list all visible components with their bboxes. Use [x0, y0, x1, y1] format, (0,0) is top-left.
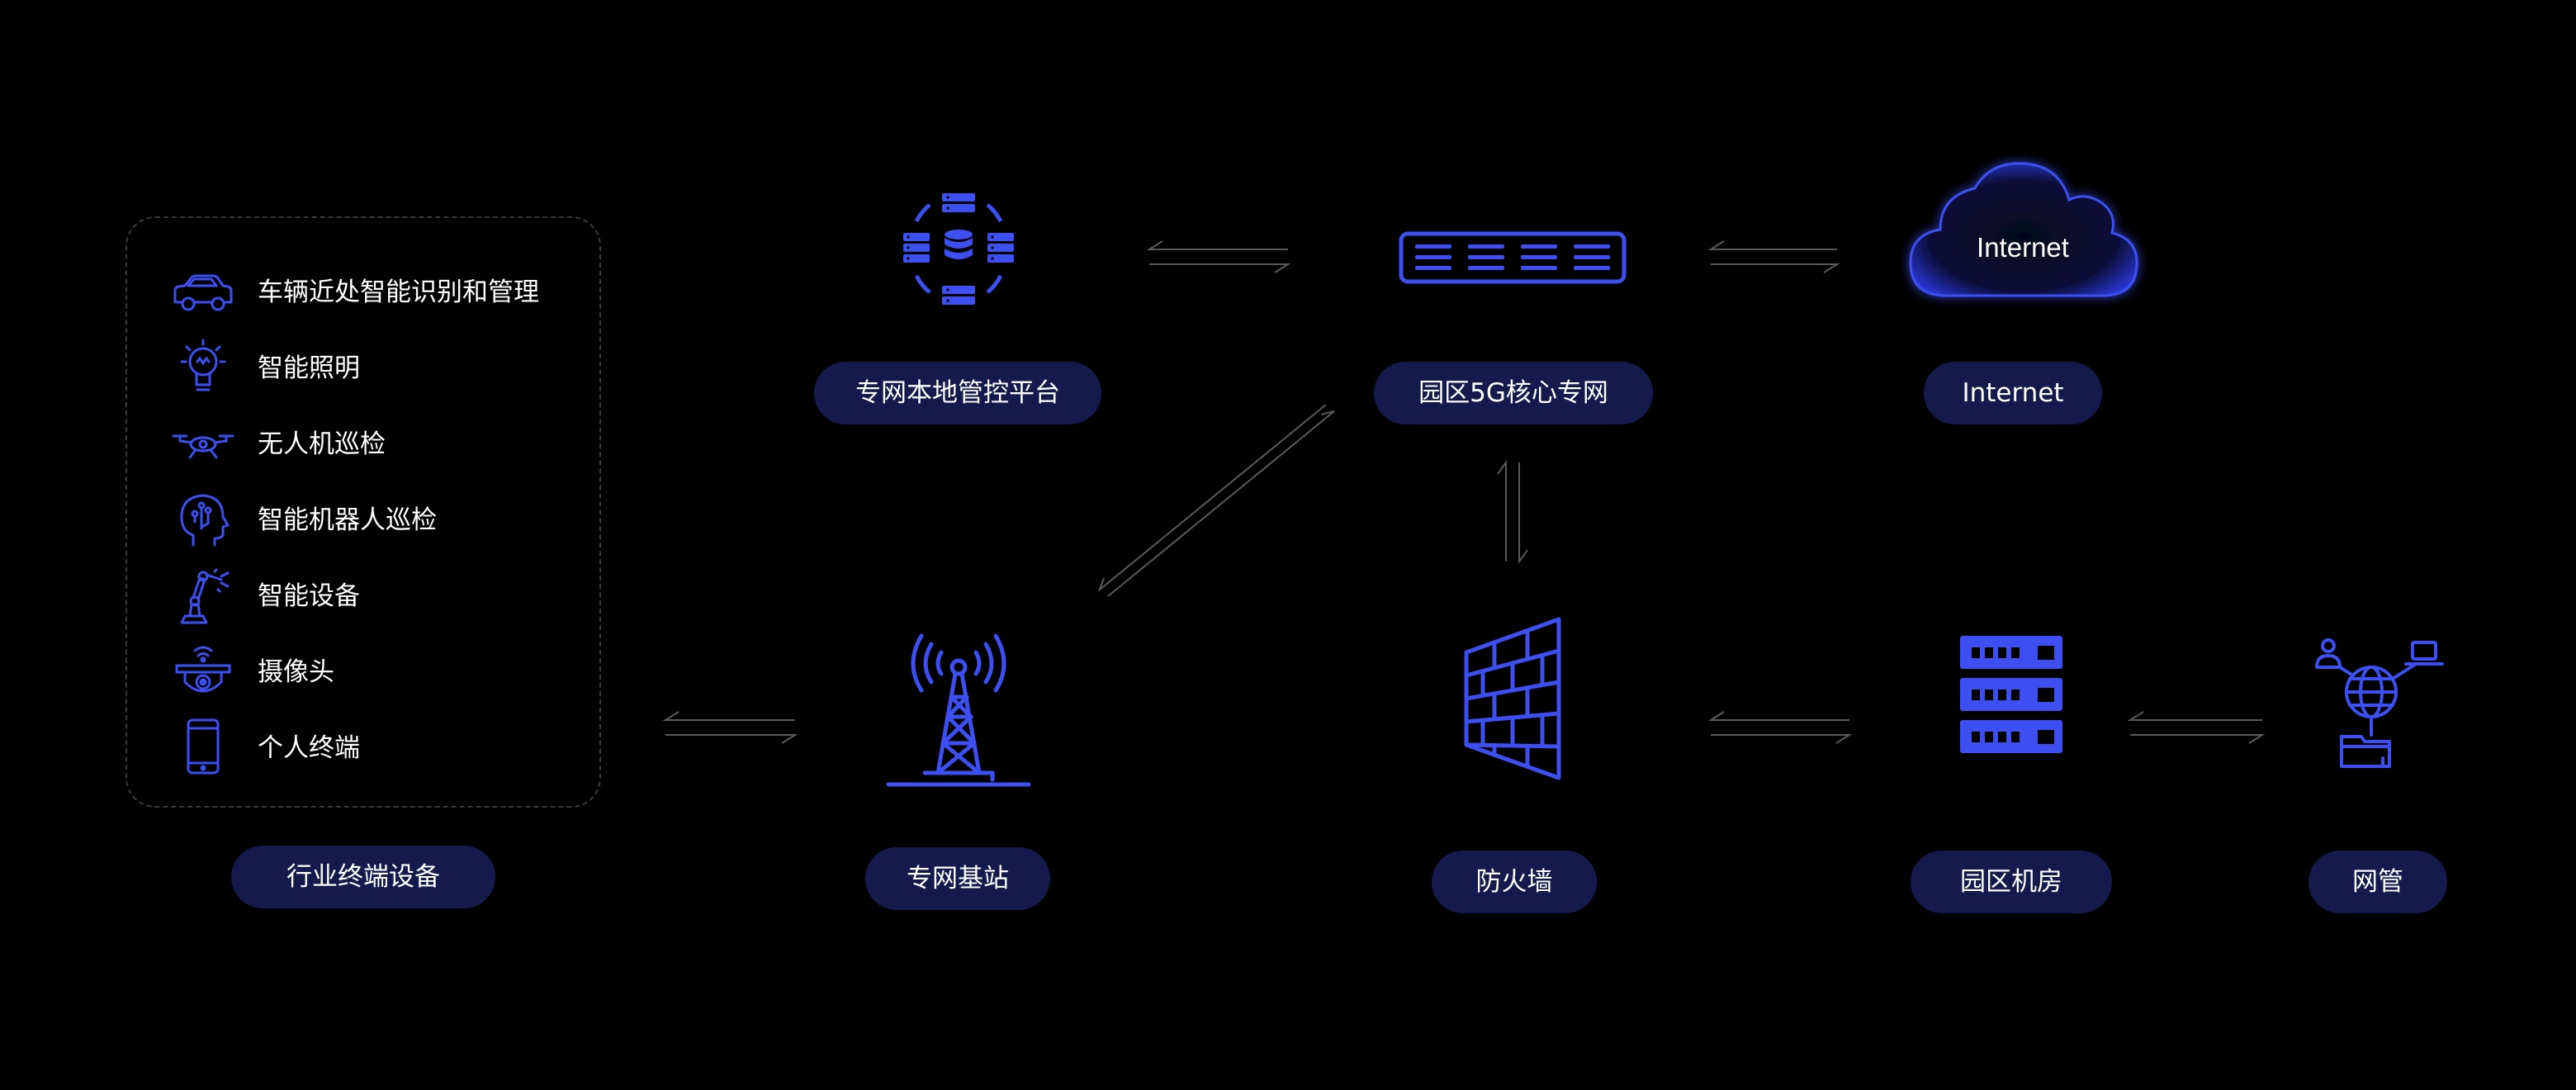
car-icon	[173, 274, 233, 311]
device-item-camera: 摄像头	[170, 639, 583, 705]
device-label: 智能照明	[258, 353, 360, 383]
device-item-personal-terminal: 个人终端	[170, 715, 583, 781]
platform-label: 专网本地管控平台	[814, 362, 1101, 424]
device-label: 智能机器人巡检	[258, 505, 437, 535]
device-item-drone: 无人机巡检	[170, 411, 583, 477]
arrow-firewall-serverroom	[1707, 711, 1853, 744]
lightbulb-icon	[180, 339, 226, 391]
camera-icon	[175, 646, 231, 693]
arrow-basestation-core	[1097, 404, 1335, 597]
server-cluster-icon	[903, 193, 1014, 305]
terminal-devices-panel: 车辆近处智能识别和管理 智能照明 无人机巡检	[125, 216, 601, 808]
device-label: 无人机巡检	[258, 429, 386, 459]
device-label: 车辆近处智能识别和管理	[258, 277, 539, 307]
firewall-icon	[1464, 617, 1561, 780]
robot-arm-icon	[180, 568, 230, 624]
device-label: 个人终端	[258, 733, 360, 763]
internet-label: Internet	[1924, 362, 2102, 424]
arrow-platform-core	[1146, 240, 1291, 273]
cloud-icon	[1909, 162, 2138, 297]
network-management-label: 网管	[2308, 851, 2447, 913]
server-rack-icon	[1960, 636, 2062, 753]
device-label: 摄像头	[258, 657, 334, 687]
terminal-devices-label: 行业终端设备	[231, 846, 495, 908]
base-station-label: 专网基站	[865, 847, 1050, 910]
cell-tower-icon	[886, 633, 1031, 787]
device-item-smart-device: 智能设备	[170, 563, 583, 629]
arrow-serverroom-netmgmt	[2127, 711, 2266, 744]
device-item-robot-patrol: 智能机器人巡检	[170, 487, 583, 553]
device-item-vehicle: 车辆近处智能识别和管理	[170, 259, 583, 325]
device-label: 智能设备	[258, 581, 360, 611]
network-management-icon	[2315, 638, 2444, 768]
arrow-core-firewall	[1497, 459, 1528, 565]
network-switch-icon	[1399, 231, 1627, 284]
robot-head-icon	[180, 494, 230, 547]
cloud-label: Internet	[1977, 232, 2069, 263]
arrow-devices-basestation	[662, 711, 798, 744]
core-network-label: 园区5G核心专网	[1374, 362, 1653, 424]
drone-icon	[172, 434, 234, 459]
device-item-lighting: 智能照明	[170, 335, 583, 401]
server-room-label: 园区机房	[1911, 851, 2112, 913]
firewall-label: 防火墙	[1432, 851, 1597, 913]
arrow-core-internet	[1707, 240, 1840, 273]
phone-icon	[187, 718, 220, 775]
